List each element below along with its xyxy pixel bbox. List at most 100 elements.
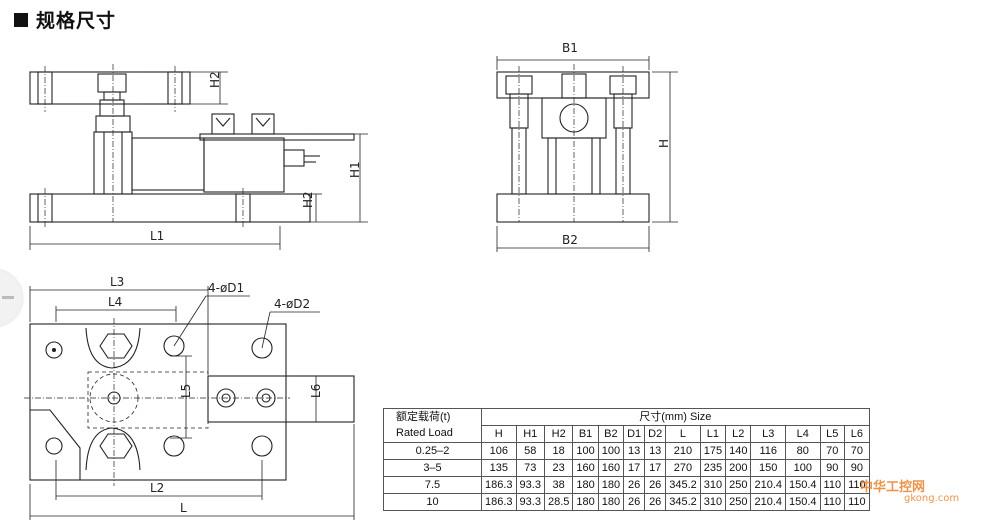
value-cell: 93.3 [515,476,545,494]
dim-l3: L3 [110,275,124,289]
value-cell: 17 [623,459,646,477]
load-cell: 0.25–2 [383,442,482,460]
value-cell: 250 [725,476,752,494]
value-cell: 70 [844,442,870,460]
dim-h: H [657,139,671,148]
column-header: D1 [623,425,646,443]
column-header: L2 [725,425,752,443]
value-cell: 200 [725,459,752,477]
value-cell: 18 [543,442,574,460]
value-cell: 345.2 [665,493,701,511]
dim-b2: B2 [562,233,578,247]
value-cell: 186.3 [481,493,517,511]
value-cell: 70 [819,442,846,460]
column-header: B2 [597,425,625,443]
value-cell: 100 [572,442,599,460]
value-cell: 210.4 [750,476,786,494]
side-collapse-tab[interactable] [0,270,22,326]
value-cell: 93.3 [515,493,545,511]
dim-l2: L2 [150,481,164,495]
value-cell: 110 [819,476,846,494]
value-cell: 13 [623,442,646,460]
value-cell: 175 [699,442,727,460]
value-cell: 26 [644,493,667,511]
value-cell: 345.2 [665,476,701,494]
value-cell: 180 [572,493,599,511]
value-cell: 80 [785,442,821,460]
load-cell: 10 [383,493,482,511]
value-cell: 150 [750,459,786,477]
value-cell: 180 [597,493,625,511]
column-header: L5 [819,425,846,443]
value-cell: 310 [699,476,727,494]
value-cell: 110 [819,493,846,511]
watermark-line2: gkong.com [904,493,960,504]
value-cell: 106 [481,442,517,460]
column-header: L3 [750,425,786,443]
front-view: H2 H1 H2 L1 [29,64,368,250]
value-cell: 90 [819,459,846,477]
dim-l4: L4 [108,295,122,309]
value-cell: 116 [750,442,786,460]
value-cell: 90 [844,459,870,477]
dim-l6: L6 [309,384,323,398]
watermark-line1: 中华工控网 [860,480,926,495]
title-square-icon [14,12,28,27]
value-cell: 110 [844,476,870,494]
dim-l: L [180,501,187,515]
value-cell: 13 [644,442,667,460]
value-cell: 28.5 [543,493,574,511]
column-header: L [665,425,701,443]
value-cell: 160 [572,459,599,477]
value-cell: 310 [699,493,727,511]
value-cell: 17 [644,459,667,477]
value-cell: 26 [623,476,646,494]
value-cell: 38 [543,476,574,494]
value-cell: 26 [644,476,667,494]
load-cell: 3–5 [383,459,482,477]
title-text: 规格尺寸 [36,10,117,32]
value-cell: 160 [597,459,625,477]
value-cell: 186.3 [481,476,517,494]
value-cell: 180 [597,476,625,494]
plan-view: L3 L4 4-øD1 4-øD2 L5 L6 L2 L [24,275,355,520]
load-cell: 7.5 [383,476,482,494]
load-header-en: Rated Load [383,425,482,443]
value-cell: 270 [665,459,701,477]
value-cell: 100 [785,459,821,477]
column-header: H [481,425,517,443]
value-cell: 23 [543,459,574,477]
watermark: 中华工控网 gkong.com [860,476,959,504]
value-cell: 250 [725,493,752,511]
size-header: 尺寸(mm) Size [481,408,870,426]
dim-l1: L1 [150,229,164,243]
dim-l5: L5 [179,384,193,398]
load-header-cn: 额定载荷(t) [383,408,482,426]
column-header: D2 [644,425,667,443]
column-header: L4 [785,425,821,443]
value-cell: 135 [481,459,517,477]
value-cell: 150.4 [785,493,821,511]
dim-h2-top: H2 [208,71,222,88]
value-cell: 210.4 [750,493,786,511]
value-cell: 110 [844,493,870,511]
value-cell: 58 [515,442,545,460]
value-cell: 180 [572,476,599,494]
value-cell: 150.4 [785,476,821,494]
side-view: B1 H B2 [496,41,678,252]
page-title: 规格尺寸 [14,6,116,33]
dim-b1: B1 [562,41,578,55]
value-cell: 73 [515,459,545,477]
column-header: L6 [844,425,870,443]
dim-d2: 4-øD2 [274,297,310,311]
dim-h1: H1 [348,161,362,178]
value-cell: 26 [623,493,646,511]
minus-icon [2,296,14,299]
